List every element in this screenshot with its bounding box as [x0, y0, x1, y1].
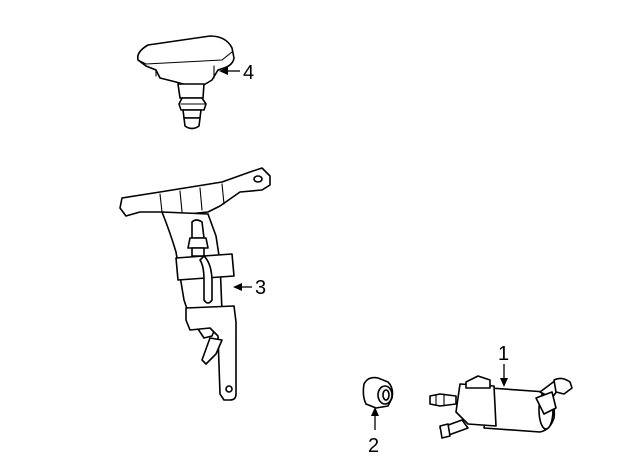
part-2-grommet — [362, 376, 394, 409]
callout-3: 3 — [255, 277, 266, 299]
callout-1: 1 — [498, 343, 509, 365]
leader-2 — [371, 407, 379, 430]
leader-4 — [219, 67, 240, 75]
part-3-washer-bracket — [119, 167, 271, 401]
part-1-washer-pump — [429, 375, 573, 439]
callout-4: 4 — [243, 62, 254, 84]
leader-1 — [500, 364, 508, 387]
part-4-nozzle-cap — [136, 35, 235, 130]
callout-2: 2 — [368, 435, 379, 457]
leader-3 — [233, 283, 252, 291]
